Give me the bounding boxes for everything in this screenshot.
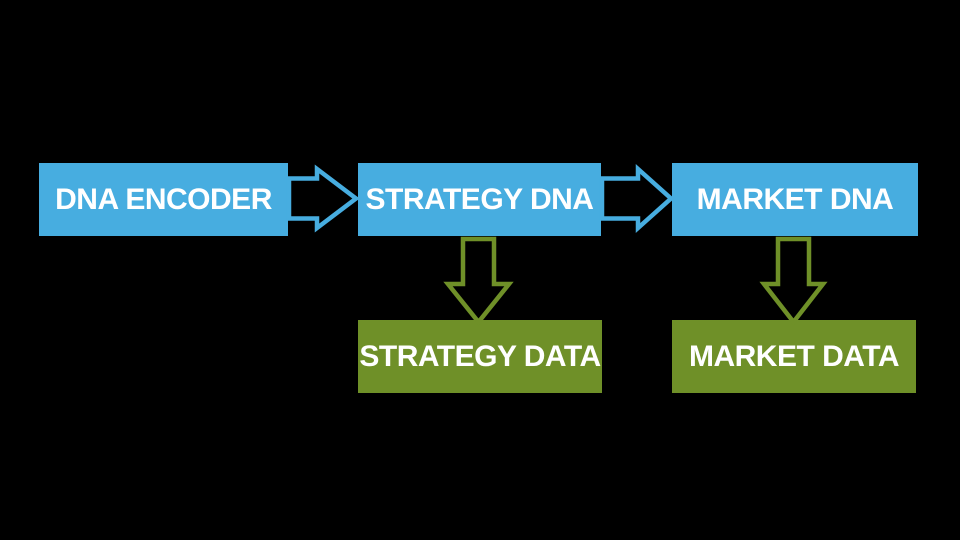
node-dna-encoder: DNA ENCODER	[39, 163, 288, 236]
node-strategy-data-label: STRATEGY DATA	[359, 339, 601, 373]
node-dna-encoder-label: DNA ENCODER	[55, 182, 272, 216]
node-market-data-label: MARKET DATA	[688, 339, 900, 373]
node-market-data: MARKET DATA	[672, 320, 916, 393]
node-strategy-data: STRATEGY DATA	[358, 320, 602, 393]
node-strategy-dna: STRATEGY DNA	[358, 163, 601, 236]
right-arrow-icon-strategy-dna-to-market-dna	[599, 163, 675, 234]
node-strategy-dna-label: STRATEGY DNA	[365, 182, 594, 216]
right-arrow-icon-dna-encoder-to-strategy-dna	[286, 164, 360, 233]
node-market-dna: MARKET DNA	[672, 163, 918, 236]
node-market-dna-label: MARKET DNA	[696, 182, 894, 216]
down-arrow-icon-market-dna-to-market-data	[759, 236, 828, 326]
down-arrow-icon-strategy-dna-to-strategy-data	[443, 236, 514, 326]
